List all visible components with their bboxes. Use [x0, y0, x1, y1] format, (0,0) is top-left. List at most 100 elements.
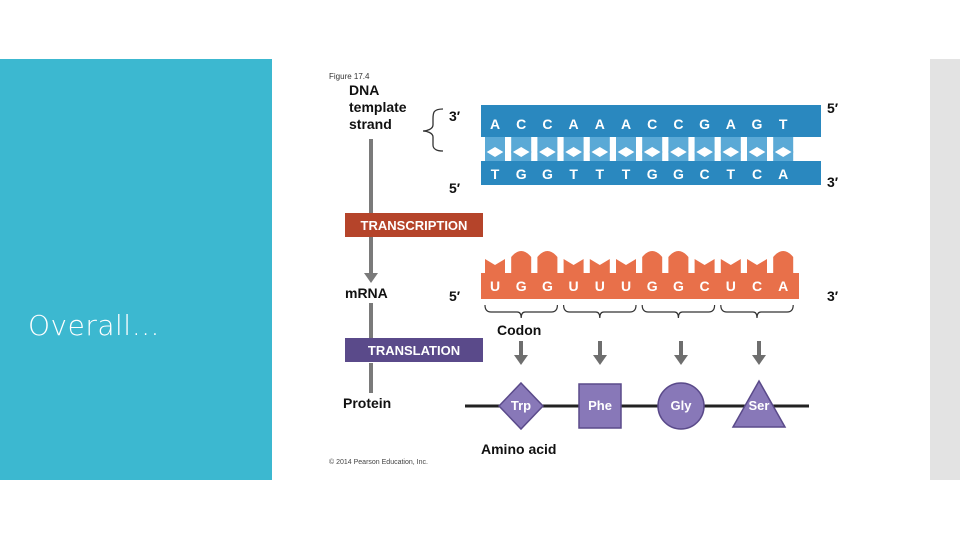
mrna-tooth: [589, 259, 610, 273]
dna-top-base: C: [673, 116, 683, 132]
codon-arrows: [514, 341, 766, 365]
scrollbar-track: [930, 59, 960, 480]
codon-arrow: [674, 341, 688, 365]
slide-title: Overall…: [28, 309, 161, 342]
dna-bottom-base: G: [542, 166, 553, 182]
mrna-left-end: 5′: [449, 288, 461, 304]
dna-bottom-tooth: [589, 151, 610, 161]
dna-bottom-base: A: [778, 166, 788, 182]
dna-bottom-base: G: [673, 166, 684, 182]
dna-bottom-base: C: [700, 166, 710, 182]
dna-top-base: T: [779, 116, 788, 132]
protein-label: Protein: [343, 395, 391, 411]
mrna-base: U: [726, 278, 736, 294]
translation-label: TRANSLATION: [368, 343, 460, 358]
dna-top-base: A: [621, 116, 631, 132]
dna-label-line-3: strand: [349, 116, 392, 132]
mrna-right-end: 3′: [827, 288, 839, 304]
dna-bottom-tooth: [511, 151, 532, 161]
mrna-tooth: [511, 251, 532, 273]
dna-top-tooth: [720, 137, 741, 153]
dna-top-base: A: [726, 116, 736, 132]
dna-top-tooth: [747, 137, 767, 153]
mrna-label: mRNA: [345, 285, 388, 301]
dna-bottom-base: C: [752, 166, 762, 182]
amino-acid-label: Amino acid: [481, 441, 556, 457]
dna-bottom-tooth: [668, 151, 689, 161]
mrna-base: G: [673, 278, 684, 294]
dna-bottom-base: T: [569, 166, 578, 182]
codon-arrow: [514, 341, 528, 365]
amino-acid-ser: Ser: [731, 379, 787, 428]
codon-arrow: [752, 341, 766, 365]
mrna-tooth: [668, 251, 689, 273]
mrna-tooth: [747, 259, 767, 273]
dna-top-tooth: [694, 137, 715, 153]
dna-top-base: C: [542, 116, 552, 132]
mrna-base: G: [542, 278, 553, 294]
accent-panel: Overall…: [0, 59, 272, 480]
dna-bottom-base: G: [647, 166, 658, 182]
central-dogma-figure: Figure 17.4 DNA template strand TRANSCRI…: [315, 65, 855, 475]
dna-label-line-1: DNA: [349, 82, 379, 98]
dna-top-base: A: [490, 116, 500, 132]
dna-bottom-base: T: [727, 166, 736, 182]
transcription-label: TRANSCRIPTION: [361, 218, 468, 233]
dna-top-base: G: [752, 116, 763, 132]
mrna-tooth: [694, 259, 715, 273]
dna-bottom-tooth: [485, 151, 505, 161]
figure-label: Figure 17.4: [329, 72, 370, 81]
mrna-base: U: [490, 278, 500, 294]
mrna-base: G: [647, 278, 658, 294]
codon-brace: [563, 304, 637, 319]
dna-bottom-tooth: [773, 151, 794, 161]
amino-acid-phe-label: Phe: [588, 398, 612, 413]
copyright-label: © 2014 Pearson Education, Inc.: [329, 458, 428, 466]
dna-top-base: A: [595, 116, 605, 132]
dna-top-base: C: [647, 116, 657, 132]
mrna-tooth: [720, 259, 741, 273]
dna-top-tooth: [511, 137, 532, 153]
dna-top-tooth: [537, 137, 558, 153]
dna-bottom-tooth: [616, 151, 636, 161]
codon-brace: [484, 304, 558, 319]
dna-bottom-tooth: [694, 151, 715, 161]
mrna-tooth: [485, 259, 505, 273]
dna-top-tooth: [616, 137, 636, 153]
dna-bottom-base: T: [491, 166, 500, 182]
amino-acid-gly: Gly: [657, 382, 705, 430]
mrna-base: G: [516, 278, 527, 294]
dna-top-tooth: [563, 137, 584, 153]
dna-bottom-base: G: [516, 166, 527, 182]
dna-top-tooth: [773, 137, 794, 153]
dna-bottom-tooth: [720, 151, 741, 161]
dna-top-tooth: [485, 137, 505, 153]
mrna-base: U: [595, 278, 605, 294]
mrna-base: U: [621, 278, 631, 294]
codon-brace: [720, 304, 794, 319]
bottom-strand-right-end: 3′: [827, 174, 839, 190]
figure-svg: Figure 17.4 DNA template strand TRANSCRI…: [329, 72, 839, 466]
dna-top-tooth: [668, 137, 689, 153]
mrna-tooth: [642, 251, 663, 273]
amino-acid-trp: Trp: [497, 381, 545, 431]
top-strand-right-end: 5′: [827, 100, 839, 116]
dna-top-base: G: [699, 116, 710, 132]
amino-acid-ser-label: Ser: [749, 398, 770, 413]
dna-top-tooth: [642, 137, 663, 153]
dna-top-tooth: [589, 137, 610, 153]
dna-bottom-tooth: [747, 151, 767, 161]
mrna-tooth: [563, 259, 584, 273]
amino-acid-trp-label: Trp: [511, 398, 531, 413]
bottom-strand-left-end: 5′: [449, 180, 461, 196]
dna-label-line-2: template: [349, 99, 407, 115]
top-strand-left-end: 3′: [449, 108, 461, 124]
dna-bottom-tooth: [642, 151, 663, 161]
mrna-base: C: [700, 278, 710, 294]
dna-top-base: A: [569, 116, 579, 132]
codon-label: Codon: [497, 322, 541, 338]
dna-bottom-tooth: [537, 151, 558, 161]
codon-arrow: [593, 341, 607, 365]
